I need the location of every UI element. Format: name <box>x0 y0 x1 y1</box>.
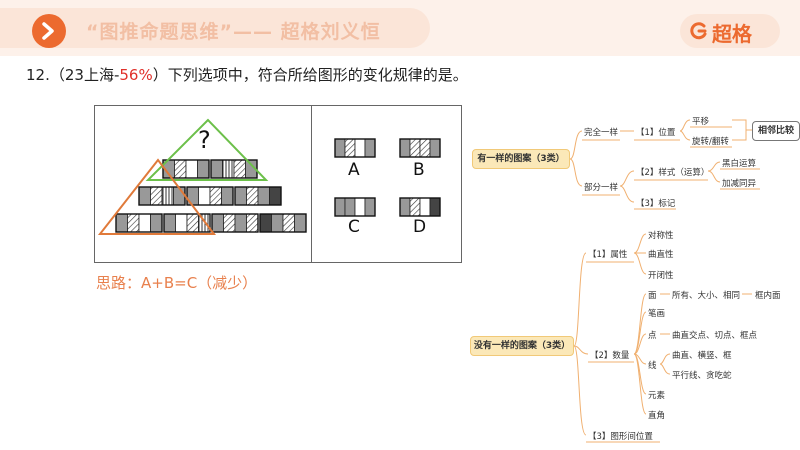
option-d-label[interactable]: D <box>413 217 427 237</box>
mm-style: 【2】样式（运算） <box>636 168 710 178</box>
mm-right-angle: 直角 <box>648 411 666 421</box>
mm-curve-straight: 曲直性 <box>648 250 674 260</box>
mm-point: 点 <box>648 331 657 341</box>
mm-line: 线 <box>648 361 657 371</box>
mm-attribute: 【1】属性 <box>588 250 628 260</box>
mm-open-closed: 开闭性 <box>648 271 674 281</box>
mm-frame-inside: 框内面 <box>755 291 781 301</box>
figure-divider <box>311 105 312 263</box>
question-source-pre: （23上海- <box>49 66 120 84</box>
mm-symmetry: 对称性 <box>648 231 674 241</box>
thinking-note: 思路：A+B=C（减少） <box>96 274 258 292</box>
question-source-post: ）下列选项中，符合所给图形的变化规律的是 <box>152 66 453 84</box>
mm-point-detail: 曲直交点、切点、框点 <box>672 331 758 341</box>
mm-face-detail: 所有、大小、相同 <box>672 291 741 301</box>
option-a-label[interactable]: A <box>348 160 360 180</box>
brand-logo-icon <box>690 22 707 40</box>
next-arrow-button[interactable] <box>32 14 66 48</box>
question-mark: ? <box>198 126 211 154</box>
mm-line-detail-1: 曲直、横竖、框 <box>672 351 732 361</box>
mindmap-root-same-pattern: 有一样的图案（3类） <box>472 149 570 169</box>
question-text: 12.（23上海-56%）下列选项中，符合所给图形的变化规律的是。 <box>26 64 468 85</box>
mm-complete: 完全一样 <box>584 128 619 138</box>
question-correct-rate: 56% <box>119 66 153 84</box>
mm-partial: 部分一样 <box>584 183 619 193</box>
mm-stroke: 笔画 <box>648 309 666 319</box>
mm-element: 元素 <box>648 391 666 401</box>
mm-inter-position: 【3】图形间位置 <box>588 432 653 442</box>
mm-face: 面 <box>648 291 657 301</box>
mm-rotate-flip: 旋转/翻转 <box>692 137 729 147</box>
mm-mark: 【3】标记 <box>636 199 676 209</box>
mm-black-white: 黑白运算 <box>722 159 757 169</box>
mm-line-detail-2: 平行线、贪吃蛇 <box>672 371 732 381</box>
mm-position: 【1】位置 <box>636 128 676 138</box>
question-number: 12. <box>26 66 50 84</box>
brand-badge <box>680 14 780 48</box>
option-b-label[interactable]: B <box>413 160 425 180</box>
mm-translate: 平移 <box>692 117 710 127</box>
question-end: 。 <box>452 66 468 84</box>
brand-name: 超格 <box>712 22 752 46</box>
mindmap-root-no-same-pattern: 没有一样的图案（3类） <box>470 336 574 356</box>
header-title-banner <box>0 8 430 48</box>
mm-adjacent-compare: 相邻比较 <box>752 121 800 141</box>
mm-quantity: 【2】数量 <box>590 351 630 361</box>
mm-add-sub: 加减同异 <box>722 179 757 189</box>
chevron-right-icon <box>42 22 54 40</box>
option-c-label[interactable]: C <box>348 217 360 237</box>
header-title: “图推命题思维”—— 超格刘义恒 <box>86 21 381 43</box>
